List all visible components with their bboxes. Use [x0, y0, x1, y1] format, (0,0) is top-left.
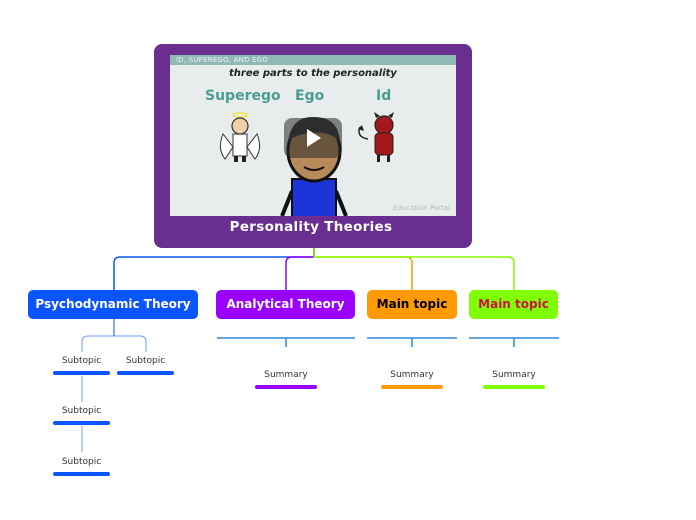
play-button[interactable] [284, 118, 342, 158]
summary-bracket-orange [367, 337, 457, 347]
subtopic-underline [117, 371, 174, 375]
main-topic-green[interactable]: Main topic [469, 290, 558, 319]
connector-main-green [313, 248, 515, 290]
video-thumbnail[interactable]: ID, SUPEREGO, AND EGO three parts to the… [170, 55, 456, 216]
connector-main-orange [314, 256, 413, 290]
topic-label: Main topic [376, 297, 448, 311]
video-heading: three parts to the personality [229, 68, 397, 79]
main-topic-psychodynamic[interactable]: Psychodynamic Theory [28, 290, 198, 319]
subtopic-underline [53, 371, 110, 375]
summary-orange[interactable]: Summary [381, 370, 443, 389]
summary-label: Summary [264, 370, 308, 380]
summary-underline [483, 385, 545, 389]
label-ego: Ego [295, 88, 325, 104]
summary-underline [381, 385, 443, 389]
play-icon [307, 129, 321, 147]
connector-psy-branch [81, 335, 147, 352]
summary-green[interactable]: Summary [483, 370, 545, 389]
main-topic-analytical[interactable]: Analytical Theory [216, 290, 355, 319]
central-topic-title: Personality Theories [229, 219, 393, 235]
summary-bracket-analytical [217, 337, 355, 347]
subtopic[interactable]: Subtopic [53, 406, 110, 425]
subtopic[interactable]: Subtopic [53, 457, 110, 476]
connector-psychodynamic [113, 248, 315, 290]
subtopic[interactable]: Subtopic [117, 356, 174, 375]
watermark: Education Portal [392, 204, 450, 212]
summary-analytical[interactable]: Summary [255, 370, 317, 389]
main-topic-orange[interactable]: Main topic [367, 290, 457, 319]
subtopic-label: Subtopic [61, 457, 102, 467]
subtopic-underline [53, 472, 110, 476]
subtopic-label: Subtopic [125, 356, 166, 366]
label-superego: Superego [205, 88, 281, 104]
summary-bracket-green [469, 337, 559, 347]
devil-figure [356, 109, 406, 169]
video-caption-strip: ID, SUPEREGO, AND EGO [170, 55, 456, 65]
connector-analytical [285, 248, 315, 290]
topic-label: Analytical Theory [226, 297, 345, 311]
subtopic[interactable]: Subtopic [53, 356, 110, 375]
subtopic-underline [53, 421, 110, 425]
subtopic-label: Subtopic [61, 406, 102, 416]
subtopic-label: Subtopic [61, 356, 102, 366]
summary-label: Summary [492, 370, 536, 380]
topic-label: Psychodynamic Theory [35, 297, 191, 311]
label-id: Id [376, 88, 392, 104]
angel-figure [215, 109, 265, 169]
summary-underline [255, 385, 317, 389]
summary-label: Summary [390, 370, 434, 380]
topic-label: Main topic [478, 297, 549, 311]
